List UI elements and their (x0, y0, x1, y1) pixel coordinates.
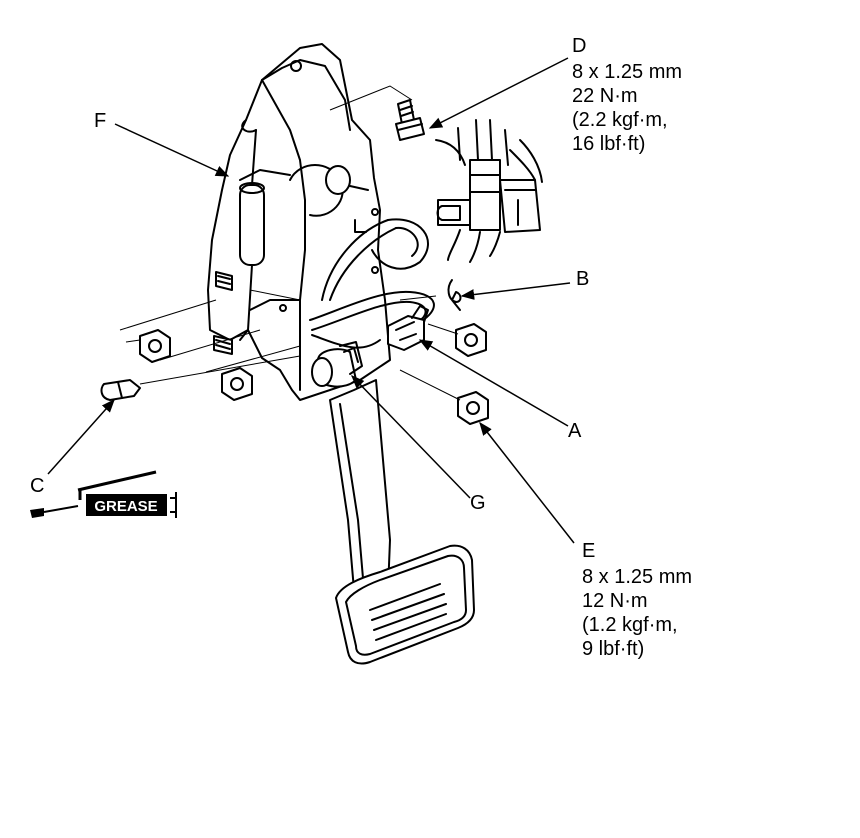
callout-label-b: B (576, 268, 590, 290)
brake-pedal (329, 379, 475, 665)
flange-nuts (139, 323, 489, 425)
bolt-d (395, 99, 425, 141)
spec-e: 8 x 1.25 mm 12 N·m (1.2 kgf·m, 9 lbf·ft) (582, 565, 692, 661)
spec-d-torque-lbfft: 16 lbf·ft) (572, 133, 646, 155)
callout-label-f: F (94, 110, 107, 132)
spec-d: 8 x 1.25 mm 22 N·m (2.2 kgf·m, 16 lbf·ft… (572, 60, 682, 156)
wire-harness (309, 119, 543, 349)
brake-switch-clip (387, 279, 462, 351)
grease-icon: GREASE (30, 470, 177, 518)
arrow-b (460, 282, 571, 300)
callout-label-d: D (572, 35, 587, 57)
arrow-e (479, 421, 575, 544)
spec-d-size: 8 x 1.25 mm (572, 61, 683, 83)
spec-e-size: 8 x 1.25 mm (582, 566, 693, 588)
spec-e-torque-kgfm: (1.2 kgf·m, (582, 614, 678, 636)
pedal-bracket (207, 43, 391, 401)
arrow-c (47, 398, 115, 475)
spec-e-torque-lbfft: 9 lbf·ft) (582, 638, 645, 660)
grease-label: GREASE (94, 498, 157, 515)
mounting-studs (213, 271, 233, 355)
assembly-guide-lines (119, 85, 461, 401)
arrow-f (114, 123, 230, 177)
callout-label-g: G (470, 492, 486, 514)
callout-label-c: C (30, 475, 45, 497)
callout-arrows (47, 57, 575, 544)
pedal-switch (311, 341, 363, 388)
pivot-pin (100, 379, 141, 401)
spec-e-torque-nm: 12 N·m (582, 590, 648, 612)
return-spring (239, 119, 265, 341)
callout-label-a: A (568, 420, 582, 442)
spec-d-torque-kgfm: (2.2 kgf·m, (572, 109, 668, 131)
arrow-d (428, 57, 569, 129)
arrow-g (351, 375, 471, 499)
callout-label-e: E (582, 540, 596, 562)
arrow-a (418, 339, 569, 427)
spec-d-torque-nm: 22 N·m (572, 85, 638, 107)
